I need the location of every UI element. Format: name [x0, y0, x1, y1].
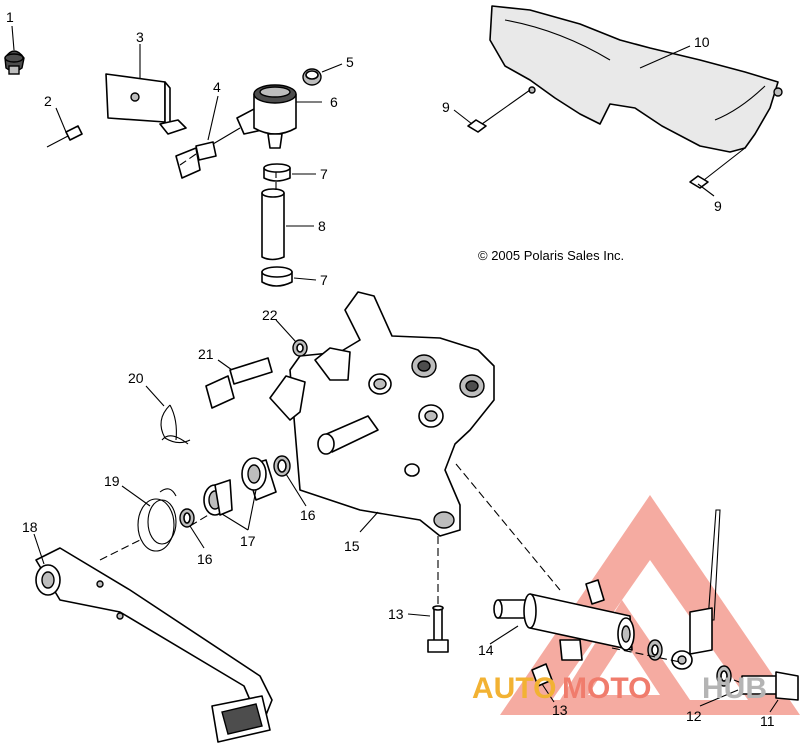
part-13-pin-upper — [427, 605, 449, 653]
part-9-screw-lower — [689, 147, 746, 189]
part-7-clamp-lower — [261, 266, 293, 287]
callout-17: 17 — [240, 533, 256, 549]
callout-19: 19 — [104, 473, 120, 489]
callout-9-lower: 9 — [714, 198, 722, 214]
part-16-washer-right — [273, 455, 291, 477]
callout-16-right: 16 — [300, 507, 316, 523]
callout-6: 6 — [330, 94, 338, 110]
callout-labels: 1 2 3 4 5 6 7 7 8 9 9 10 11 12 13 13 14 … — [6, 9, 775, 729]
callout-2: 2 — [44, 93, 52, 109]
callout-13-upper: 13 — [388, 606, 404, 622]
callout-9-upper: 9 — [442, 99, 450, 115]
part-20-clip — [160, 404, 191, 445]
assembly-lines — [99, 153, 745, 685]
part-16-washer-left — [179, 508, 195, 528]
callout-3: 3 — [136, 29, 144, 45]
callout-14: 14 — [478, 642, 494, 658]
part-17-bushing-right — [241, 457, 277, 501]
watermark-auto: AUTO — [472, 672, 556, 705]
watermark-text: AUTO MOTO HUB — [472, 672, 767, 705]
part-19-spring — [137, 488, 177, 552]
leader-lines — [11, 25, 779, 713]
part-1-grommet — [4, 50, 25, 75]
part-12-rod-end — [647, 509, 732, 687]
copyright-notice: © 2005 Polaris Sales Inc. — [478, 248, 624, 263]
part-5-nut — [302, 68, 322, 86]
callout-16-left: 16 — [197, 551, 213, 567]
watermark-hub: HUB — [702, 672, 767, 705]
callout-7-lower: 7 — [320, 272, 328, 288]
callout-5: 5 — [346, 54, 354, 70]
callout-21: 21 — [198, 346, 214, 362]
part-18-brake-pedal — [35, 547, 273, 743]
callout-4: 4 — [213, 79, 221, 95]
part-11-bolt — [741, 671, 799, 701]
callout-18: 18 — [22, 519, 38, 535]
part-2-pin — [46, 125, 83, 148]
part-8-hose — [261, 188, 285, 261]
part-22-washer — [292, 339, 308, 357]
callout-7-upper: 7 — [320, 166, 328, 182]
part-9-screw-upper — [467, 89, 531, 133]
part-17-bushing-left — [203, 479, 233, 516]
part-7-clamp-upper — [263, 163, 291, 182]
callout-20: 20 — [128, 370, 144, 386]
part-21-bolt — [205, 357, 273, 409]
callout-10: 10 — [694, 34, 710, 50]
part-10-cover — [489, 5, 783, 153]
callout-15: 15 — [344, 538, 360, 554]
callout-13-lower: 13 — [552, 702, 568, 718]
callout-11: 11 — [760, 713, 775, 729]
part-3-bracket — [105, 73, 187, 135]
part-14-master-cylinder — [493, 579, 635, 661]
part-15-bracket — [269, 291, 495, 537]
part-6-reservoir — [236, 84, 297, 149]
callout-22: 22 — [262, 307, 278, 323]
part-13-pin-lower — [531, 663, 553, 687]
watermark-moto: MOTO — [562, 672, 651, 705]
part-4-bolt — [175, 127, 241, 179]
callout-8: 8 — [318, 218, 326, 234]
callout-12: 12 — [686, 708, 702, 724]
callout-1: 1 — [6, 9, 14, 25]
